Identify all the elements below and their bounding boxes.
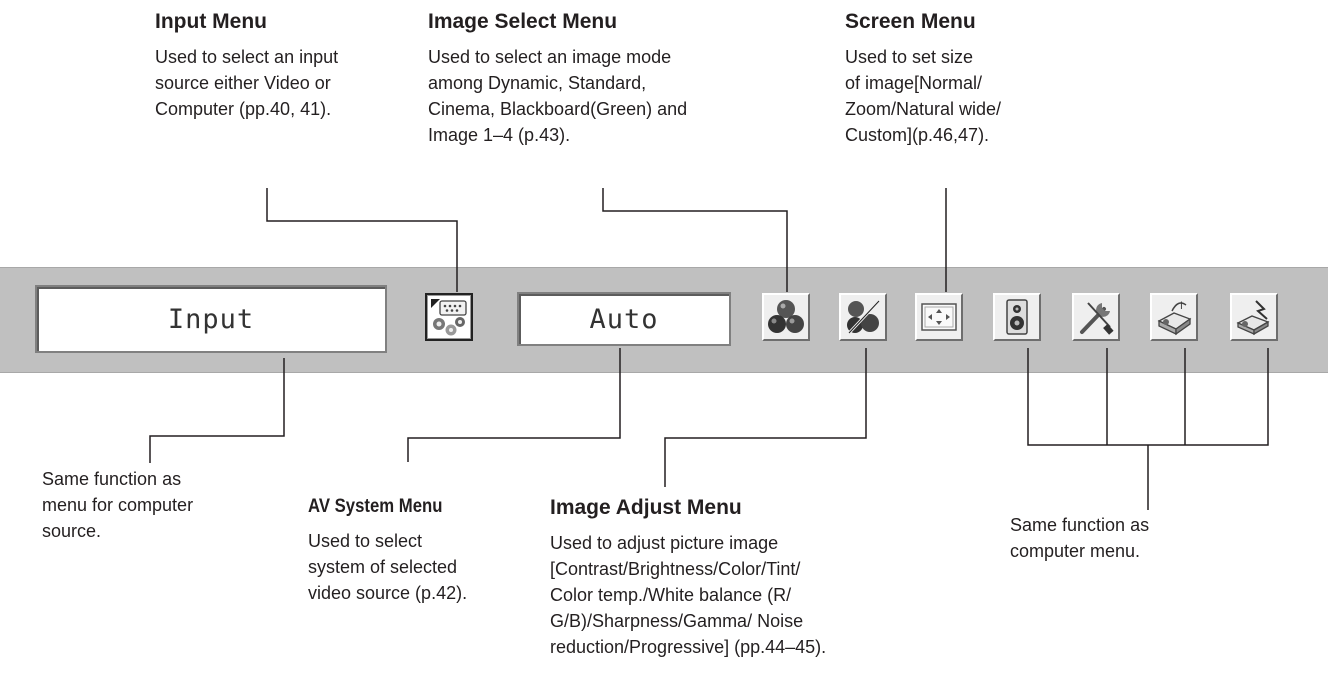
- image-adjust-menu-desc-line: reduction/Progressive] (pp.44–45).: [550, 637, 827, 657]
- image-select-menu-title: Image Select Menu: [428, 10, 618, 33]
- av-system-menu-annotation: AV System Menu Used to select system of …: [308, 496, 467, 606]
- image-adjust-menu-desc-line: [Contrast/Brightness/Color/Tint/: [550, 559, 801, 579]
- input-menu-desc-line: source either Video or: [155, 73, 331, 93]
- screen-menu-title: Screen Menu: [845, 10, 976, 33]
- image-select-menu-annotation: Image Select Menu Used to select an imag…: [428, 10, 687, 148]
- input-menu-annotation: Input Menu Used to select an input sourc…: [155, 10, 338, 122]
- source-note-line: Same function as: [42, 469, 182, 489]
- image-select-menu-desc-line: Image 1–4 (p.43).: [428, 125, 571, 145]
- screen-icon: [921, 303, 957, 331]
- input-menu-icon: [431, 299, 467, 336]
- sound-icon: [1006, 299, 1028, 335]
- av-system-menu-title: AV System Menu: [308, 496, 443, 517]
- sound-button[interactable]: [993, 293, 1041, 341]
- image-adjust-menu-title: Image Adjust Menu: [550, 496, 742, 519]
- information-icon: i: [1157, 301, 1192, 336]
- source-note-line: source.: [42, 521, 102, 541]
- image-adjust-menu-desc-line: G/B)/Sharpness/Gamma/ Noise: [550, 611, 804, 631]
- input-field-leader: [149, 358, 285, 463]
- information-button[interactable]: i: [1150, 293, 1198, 341]
- input-menu-button[interactable]: [425, 293, 473, 341]
- image-adjust-button[interactable]: [839, 293, 887, 341]
- network-button[interactable]: [1230, 293, 1278, 341]
- screen-menu-desc-line: Custom](p.46,47).: [845, 125, 990, 145]
- setting-button[interactable]: [1072, 293, 1120, 341]
- network-icon: [1236, 300, 1270, 336]
- av-system-label: Auto: [589, 303, 659, 335]
- input-source-label: Input: [167, 303, 255, 335]
- computer-note-annotation: Same function as computer menu.: [1010, 512, 1149, 564]
- input-menu-desc-line: Used to select an input: [155, 47, 339, 67]
- computer-note-line: Same function as: [1010, 515, 1150, 535]
- source-note-line: menu for computer: [42, 495, 194, 515]
- screen-menu-annotation: Screen Menu Used to set size of image[No…: [845, 10, 1001, 148]
- image-select-menu-desc-line: Used to select an image mode: [428, 47, 672, 67]
- av-system-field[interactable]: Auto: [517, 292, 731, 346]
- computer-note-line: computer menu.: [1010, 541, 1141, 561]
- av-system-menu-desc-line: system of selected: [308, 557, 458, 577]
- image-adjust-menu-desc-line: Color temp./White balance (R/: [550, 585, 792, 605]
- image-adjust-icon: [847, 299, 881, 335]
- image-select-menu-desc-line: Cinema, Blackboard(Green) and: [428, 99, 688, 119]
- screen-button[interactable]: [915, 293, 963, 341]
- screen-menu-desc-line: of image[Normal/: [845, 73, 983, 93]
- av-system-menu-desc-line: video source (p.42).: [308, 583, 468, 603]
- setting-icon: [1080, 302, 1114, 335]
- screen-menu-desc-line: Used to set size: [845, 47, 974, 67]
- image-select-button[interactable]: [762, 293, 810, 341]
- osd-menu-bar: Input Auto: [0, 267, 1328, 373]
- source-note-annotation: Same function as menu for computer sourc…: [42, 466, 193, 544]
- input-menu-desc-line: Computer (pp.40, 41).: [155, 99, 332, 119]
- screen-menu-desc-line: Zoom/Natural wide/: [845, 99, 1002, 119]
- input-source-field[interactable]: Input: [35, 285, 387, 353]
- av-system-menu-desc-line: Used to select: [308, 531, 423, 551]
- image-select-icon: [768, 300, 804, 333]
- input-menu-title: Input Menu: [155, 10, 267, 33]
- image-select-menu-desc-line: among Dynamic, Standard,: [428, 73, 647, 93]
- image-adjust-menu-desc-line: Used to adjust picture image: [550, 533, 779, 553]
- svg-text:i: i: [1180, 301, 1183, 312]
- image-adjust-menu-annotation: Image Adjust Menu Used to adjust picture…: [550, 496, 826, 660]
